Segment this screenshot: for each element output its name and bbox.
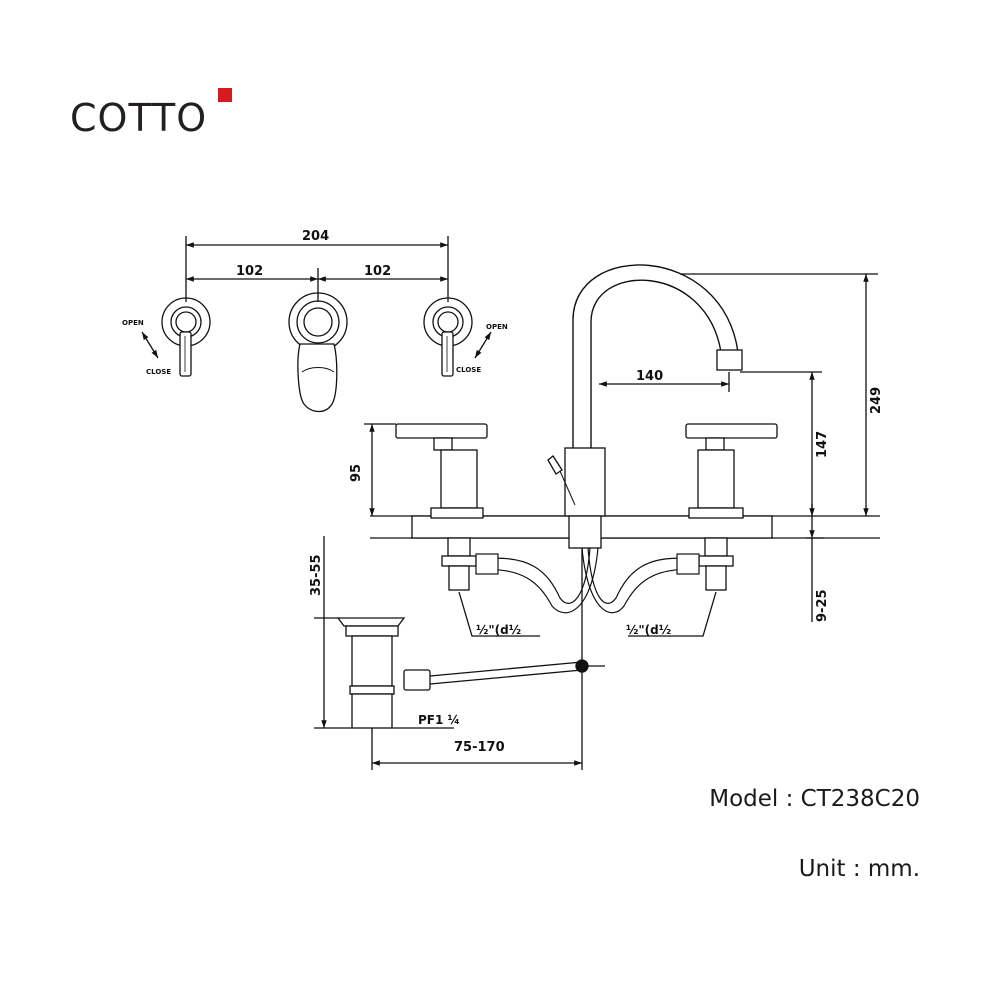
dim-right-spacing: 102 — [364, 264, 391, 279]
left-valve-front-view — [395, 423, 488, 591]
connection-hoses — [475, 547, 700, 614]
left-rotation-arrow-icon — [141, 331, 159, 359]
left-handle-top-view — [161, 297, 211, 377]
brand-name: COTTO — [70, 96, 208, 140]
label-open-left: OPEN — [122, 319, 144, 327]
label-thread-right: ½"(d½ — [626, 623, 671, 637]
label-close-right: CLOSE — [456, 366, 481, 374]
dimension-labels: 204 102 102 140 75-170 249 147 95 9-25 3… — [236, 229, 884, 755]
dim-handle-height: 95 — [349, 464, 364, 482]
top-view — [141, 236, 492, 413]
dim-deck-thickness: 9-25 — [815, 589, 830, 622]
spout-front-view — [547, 264, 743, 549]
model-label: Model : CT238C20 — [709, 786, 920, 812]
dim-drain-range: 35-55 — [309, 554, 324, 596]
spout-top-view — [288, 292, 348, 413]
label-drain-thread: PF1 ¼ — [418, 713, 460, 727]
dim-drain-rod-range: 75-170 — [454, 740, 505, 755]
drain-assembly — [336, 617, 583, 729]
dim-total-height: 249 — [869, 387, 884, 414]
right-handle-top-view — [423, 297, 473, 377]
label-thread-left: ½"(d½ — [476, 623, 521, 637]
label-open-right: OPEN — [486, 323, 508, 331]
annotation-labels: OPEN CLOSE OPEN CLOSE ½"(d½ ½"(d½ PF1 ¼ — [122, 319, 671, 727]
right-rotation-arrow-icon — [474, 331, 492, 359]
brand-square-icon — [218, 88, 232, 102]
dim-spout-reach: 140 — [636, 369, 663, 384]
dim-left-spacing: 102 — [236, 264, 263, 279]
dim-overall-width: 204 — [302, 229, 329, 244]
label-close-left: CLOSE — [146, 368, 171, 376]
front-view — [314, 264, 880, 770]
unit-label: Unit : mm. — [798, 856, 920, 882]
dim-spout-height: 147 — [815, 431, 830, 458]
right-valve-front-view — [685, 423, 778, 591]
brand-logo: COTTO — [70, 88, 232, 140]
